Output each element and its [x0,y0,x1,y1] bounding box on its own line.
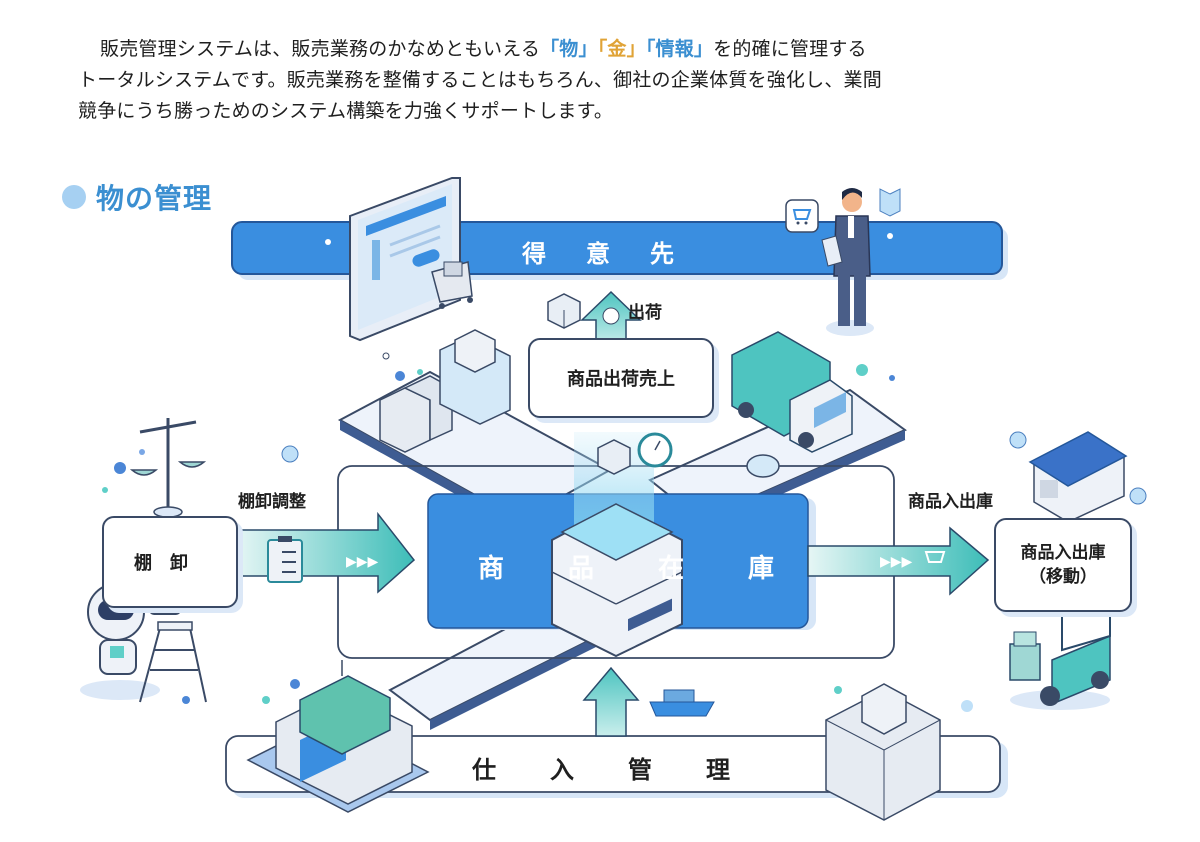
transfer-label: 商品入出庫 [1020,543,1106,563]
bullet-icon [62,185,86,209]
shipping-sales-label: 商品出荷売上 [567,369,675,390]
stocktake-label: 棚卸 [134,553,206,574]
businessman-icon [821,188,874,336]
svg-text:▶▶▶: ▶▶▶ [346,554,379,570]
section-title: 物の管理 [96,182,213,215]
container-icon [246,660,430,813]
transfer-arrow: ▶▶▶ [807,526,990,596]
box-icon [547,293,581,329]
transfer-sublabel: （移動） [1029,567,1097,587]
box-pile-icon [825,683,941,821]
forklift-icon [1009,596,1111,710]
stocktake-adjust-label: 棚卸調整 [238,492,306,512]
intro-line-2: トータルシステムです。販売業務を整備することはもちろん、御社の企業体質を強化し、… [78,69,882,91]
in-out-label: 商品入出庫 [908,492,993,512]
clipboard-icon [267,536,303,583]
intro-text: を的確に管理する [713,38,867,60]
coin-icon [746,454,780,478]
tablet-icon [349,177,461,342]
box-icon [879,188,901,217]
stocktake-node: 棚卸 [102,516,238,608]
ship-arrow [580,290,642,347]
decorative-dots [102,352,1147,712]
ship-icon [649,689,715,717]
clock-icon [637,432,673,468]
ship-label: 出荷 [628,303,662,323]
server-icon [551,503,683,658]
handshake-icon [602,307,620,325]
keyword-goods: 「物」 [540,38,598,60]
box-icon [597,439,631,475]
inventory-label: 商品在庫 [478,554,839,584]
shipping-sales-node: 商品出荷売上 [528,338,714,418]
customer-label: 得意先 [522,240,714,268]
intro-line-1: 販売管理システムは、販売業務のかなめともいえる「物」「金」「情報」を的確に管理す… [78,34,978,65]
intro-line-3: 競争にうち勝っためのシステム構築を力強くサポートします。 [78,100,614,122]
purchasing-label: 仕入管理 [472,756,784,784]
box-stack-icon [379,329,511,453]
stocktake-arrow: ▶▶▶ [235,511,416,594]
ladder-icon [139,621,207,703]
cart-bubble-icon [785,199,819,233]
shopping-cart-icon [431,261,473,309]
shopping-cart-icon [924,551,946,563]
transfer-node: 商品入出庫 （移動） [994,518,1132,612]
scale-icon [129,418,207,518]
purchasing-bar [225,735,1008,798]
svg-text:▶▶▶: ▶▶▶ [880,554,913,570]
purchase-arrow [582,666,640,737]
section-heading: 物の管理 [62,177,212,217]
truck-icon [731,331,853,453]
keyword-information: 「情報」 [645,38,714,60]
intro-paragraph: 販売管理システムは、販売業務のかなめともいえる「物」「金」「情報」を的確に管理す… [78,34,978,127]
keyword-money: 「金」 [597,38,646,60]
intro-text: 販売管理システムは、販売業務のかなめともいえる [100,38,541,60]
warehouse-icon [1028,431,1128,523]
